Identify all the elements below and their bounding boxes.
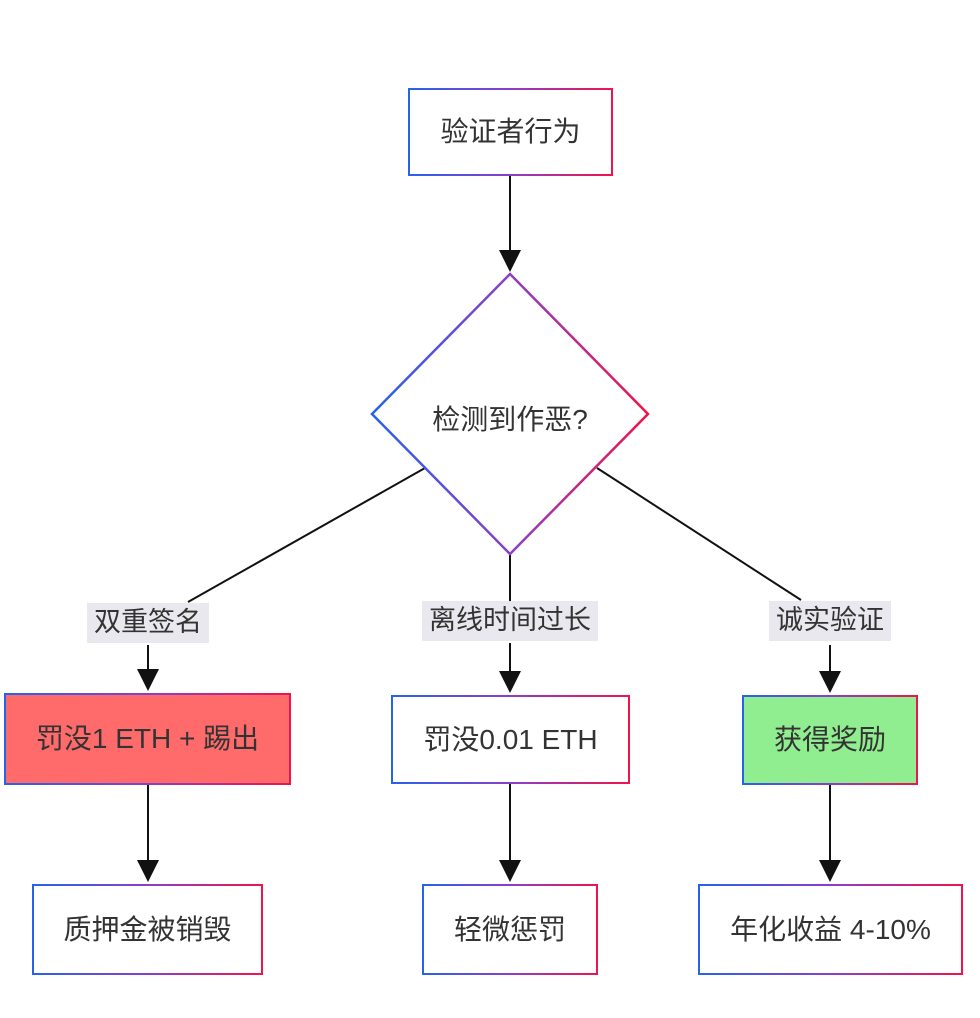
arrowhead-down-icon <box>137 860 159 882</box>
arrowhead-down-icon <box>137 669 159 691</box>
node-stake-destroyed-label: 质押金被销毁 <box>34 886 261 973</box>
node-stake-destroyed: 质押金被销毁 <box>32 884 263 975</box>
node-reward: 获得奖励 <box>742 695 918 785</box>
edge-start-decision <box>499 176 521 272</box>
arrowhead-down-icon <box>499 250 521 272</box>
node-minor-penalty: 轻微惩罚 <box>422 884 598 975</box>
node-slash-major: 罚没1 ETH + 踢出 <box>4 693 291 785</box>
node-reward-label: 获得奖励 <box>744 697 916 783</box>
arrowhead-down-icon <box>499 671 521 693</box>
edge-label-double-sign: 双重签名 <box>87 603 209 643</box>
node-annual-yield-label: 年化收益 4-10% <box>700 886 961 973</box>
node-start: 验证者行为 <box>408 88 613 176</box>
edge-offline-slash-minor <box>499 643 521 693</box>
node-minor-penalty-label: 轻微惩罚 <box>424 886 596 973</box>
arrowhead-down-icon <box>499 860 521 882</box>
node-slash-major-label: 罚没1 ETH + 踢出 <box>6 695 289 783</box>
edge-reward-annual-yield <box>819 785 841 882</box>
node-slash-minor-label: 罚没0.01 ETH <box>393 697 628 782</box>
edge-decision-double-sign <box>187 467 426 603</box>
node-decision-diamond <box>370 272 650 556</box>
arrowhead-down-icon <box>819 860 841 882</box>
edge-honest-reward <box>819 645 841 693</box>
node-slash-minor: 罚没0.01 ETH <box>391 695 630 784</box>
arrowhead-down-icon <box>819 671 841 693</box>
edge-label-offline-too-long: 离线时间过长 <box>422 601 598 641</box>
edge-slash-major-stake-destroyed <box>137 785 159 882</box>
edge-slash-minor-minor-penalty <box>499 784 521 882</box>
edge-double-sign-slash-major <box>137 645 159 691</box>
node-annual-yield: 年化收益 4-10% <box>698 884 963 975</box>
node-start-label: 验证者行为 <box>410 90 611 174</box>
edge-label-honest-validation: 诚实验证 <box>769 601 891 641</box>
edge-decision-honest <box>596 467 802 601</box>
node-decision-label: 检测到作恶? <box>432 404 588 435</box>
